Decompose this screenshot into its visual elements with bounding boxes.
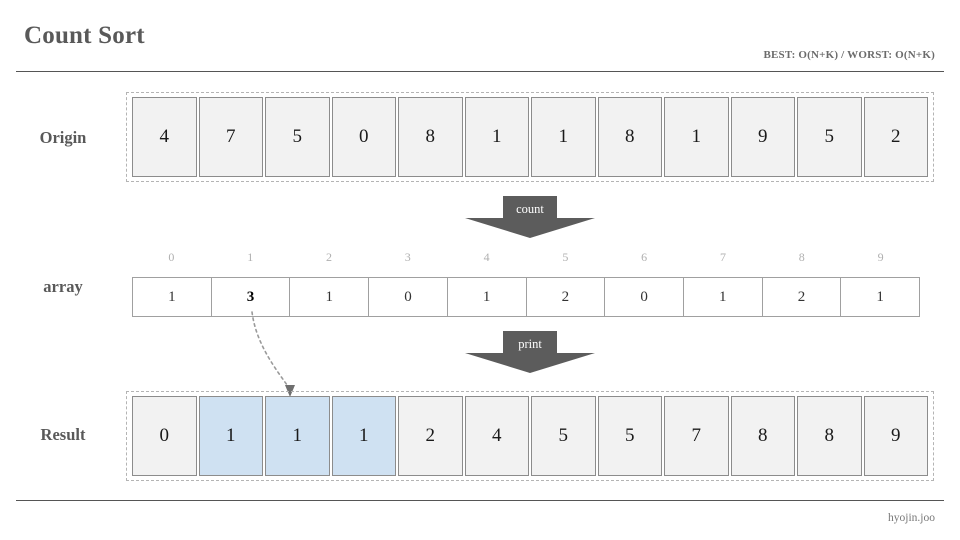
row-label-result: Result (40, 425, 86, 444)
count-cell: 2 (763, 278, 842, 316)
count-index-label: 1 (247, 250, 254, 264)
count-cell: 1 (290, 278, 370, 316)
result-cell: 7 (664, 396, 729, 476)
count-step-arrow: count (465, 196, 595, 238)
count-index-row: 0 1 2 3 4 5 6 7 8 9 (132, 250, 920, 265)
origin-cell: 5 (265, 97, 330, 177)
row-label-array: array (43, 277, 83, 296)
origin-cell: 5 (797, 97, 862, 177)
footer-divider (16, 500, 944, 501)
count-index-label: 5 (562, 250, 569, 264)
origin-cell: 1 (664, 97, 729, 177)
origin-cell: 9 (730, 97, 795, 177)
origin-cell: 0 (331, 97, 396, 177)
header-divider (16, 71, 944, 72)
count-index-label: 9 (877, 250, 884, 264)
count-cell: 1 (133, 278, 212, 316)
result-cell: 8 (730, 396, 795, 476)
count-index-label: 3 (404, 250, 411, 264)
count-cell: 1 (448, 278, 527, 316)
result-cell-highlighted: 1 (265, 396, 330, 476)
origin-cell: 8 (597, 97, 662, 177)
count-index-label: 7 (719, 250, 726, 264)
footer-credit: hyojin.joo (888, 512, 935, 524)
count-cell: 2 (527, 278, 606, 316)
page-title: Count Sort (24, 22, 145, 49)
result-cell: 4 (464, 396, 529, 476)
count-index-label: 0 (168, 250, 175, 264)
count-index-label: 6 (641, 250, 648, 264)
result-cell: 8 (797, 396, 862, 476)
print-step-arrow: print (465, 331, 595, 373)
count-cell: 3 (212, 278, 291, 316)
result-cell: 9 (863, 396, 928, 476)
row-label-origin: Origin (39, 128, 87, 147)
count-index-label: 8 (798, 250, 805, 264)
origin-cell: 1 (464, 97, 529, 177)
result-cell-highlighted: 1 (331, 396, 396, 476)
count-cell: 1 (876, 288, 884, 305)
result-cell: 2 (398, 396, 463, 476)
count-arrow-label: count (516, 202, 544, 216)
result-cell: 5 (531, 396, 596, 476)
count-cell: 1 (684, 278, 763, 316)
origin-cell: 8 (398, 97, 463, 177)
result-cell-highlighted: 1 (198, 396, 263, 476)
print-arrow-label: print (518, 337, 542, 351)
origin-cell: 1 (531, 97, 596, 177)
count-cell: 0 (369, 278, 448, 316)
count-to-result-connector (251, 311, 295, 397)
count-index-label: 2 (325, 250, 332, 264)
origin-cell: 4 (132, 97, 197, 177)
result-cell: 0 (132, 396, 197, 476)
complexity-note: BEST: O(N+K) / WORST: O(N+K) (763, 49, 935, 61)
count-cell: 0 (605, 278, 684, 316)
count-index-label: 4 (483, 250, 490, 264)
origin-cell: 2 (863, 97, 928, 177)
origin-cell: 7 (198, 97, 263, 177)
result-cell: 5 (597, 396, 662, 476)
